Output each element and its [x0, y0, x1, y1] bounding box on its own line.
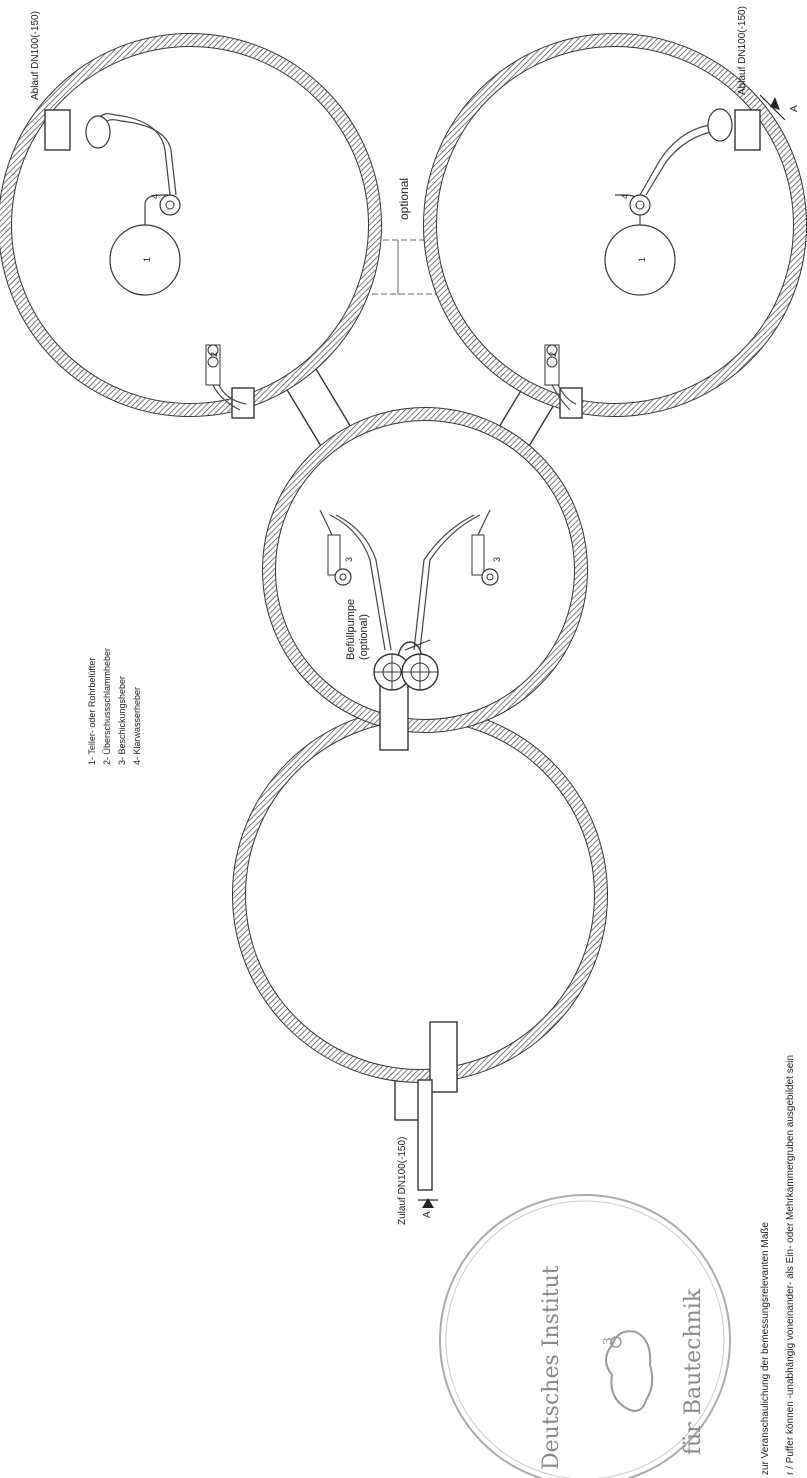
svg-text:3: 3 — [492, 557, 502, 562]
svg-text:A: A — [422, 1211, 433, 1218]
svg-text:2: 2 — [209, 352, 219, 357]
inlet-label: Zulauf DN100(-150) — [397, 1137, 408, 1225]
outlet-label-right: Ablauf DN100(-150) — [737, 6, 748, 95]
tank-4-lower — [423, 33, 807, 417]
svg-text:1: 1 — [142, 257, 152, 262]
legend-item-4: 4- Klarwasserheber — [132, 687, 142, 765]
legend-item-2: 2- Überschussschlammheber — [102, 648, 112, 765]
svg-text:1: 1 — [637, 257, 647, 262]
outlet-stub-lower — [734, 109, 761, 151]
sludge-lifter-lower: 2 — [544, 344, 577, 411]
legend-item-3: 3- Beschickungsheber — [117, 676, 127, 765]
aerator-upper: 1 — [109, 224, 181, 296]
approval-stamp: Deutsches Institut für Bautechnik 3 — [439, 1194, 731, 1478]
clear-water-lifter-lower: 4 — [615, 108, 733, 225]
inlet-stub — [429, 1021, 458, 1093]
svg-text:2: 2 — [548, 352, 558, 357]
svg-text:4: 4 — [150, 194, 160, 199]
bear-emblem — [605, 1330, 654, 1412]
tank-3-upper — [0, 33, 382, 417]
feed-lifter-left: 3 — [319, 509, 354, 586]
inlet-pipe — [417, 1079, 433, 1191]
svg-text:3: 3 — [344, 557, 354, 562]
pump-hoses — [329, 514, 481, 651]
svg-text:A: A — [789, 105, 800, 112]
svg-text:4: 4 — [620, 194, 630, 199]
stamp-number: 3 — [601, 1337, 615, 1345]
pump-label-optional: (optional) — [358, 614, 370, 660]
feed-lifter-right: 3 — [471, 509, 502, 586]
note-line-2: r / Puffer können -unabhängig voneinande… — [785, 1055, 796, 1475]
fill-pump-2 — [401, 653, 439, 691]
sludge-lifter-upper: 2 — [205, 344, 247, 411]
tank-2-pump-shaft — [262, 407, 588, 733]
pump-label: Befüllpumpe — [345, 599, 357, 660]
optional-label: optional — [397, 178, 411, 220]
fill-pump-1 — [373, 653, 411, 691]
section-marker-bottom: A — [418, 1198, 438, 1218]
section-marker-top: A — [759, 94, 800, 121]
stamp-line-1: Deutsches Institut — [539, 1265, 564, 1470]
stamp-line-2: für Bautechnik — [681, 1288, 706, 1455]
stub-tank2-top — [379, 679, 409, 751]
note-line-1: zur Veranschaulichung der bemessungsrele… — [760, 1222, 771, 1475]
outlet-label-left: Ablauf DN100(-150) — [30, 11, 41, 100]
clear-water-lifter-upper: 4 — [85, 113, 181, 225]
legend: 1- Teller- oder Rohrbelüfter 2- Überschu… — [87, 648, 142, 765]
outlet-stub-upper — [44, 109, 71, 151]
aerator-lower: 1 — [604, 224, 676, 296]
legend-item-1: 1- Teller- oder Rohrbelüfter — [87, 658, 97, 765]
tank-1 — [232, 707, 608, 1083]
